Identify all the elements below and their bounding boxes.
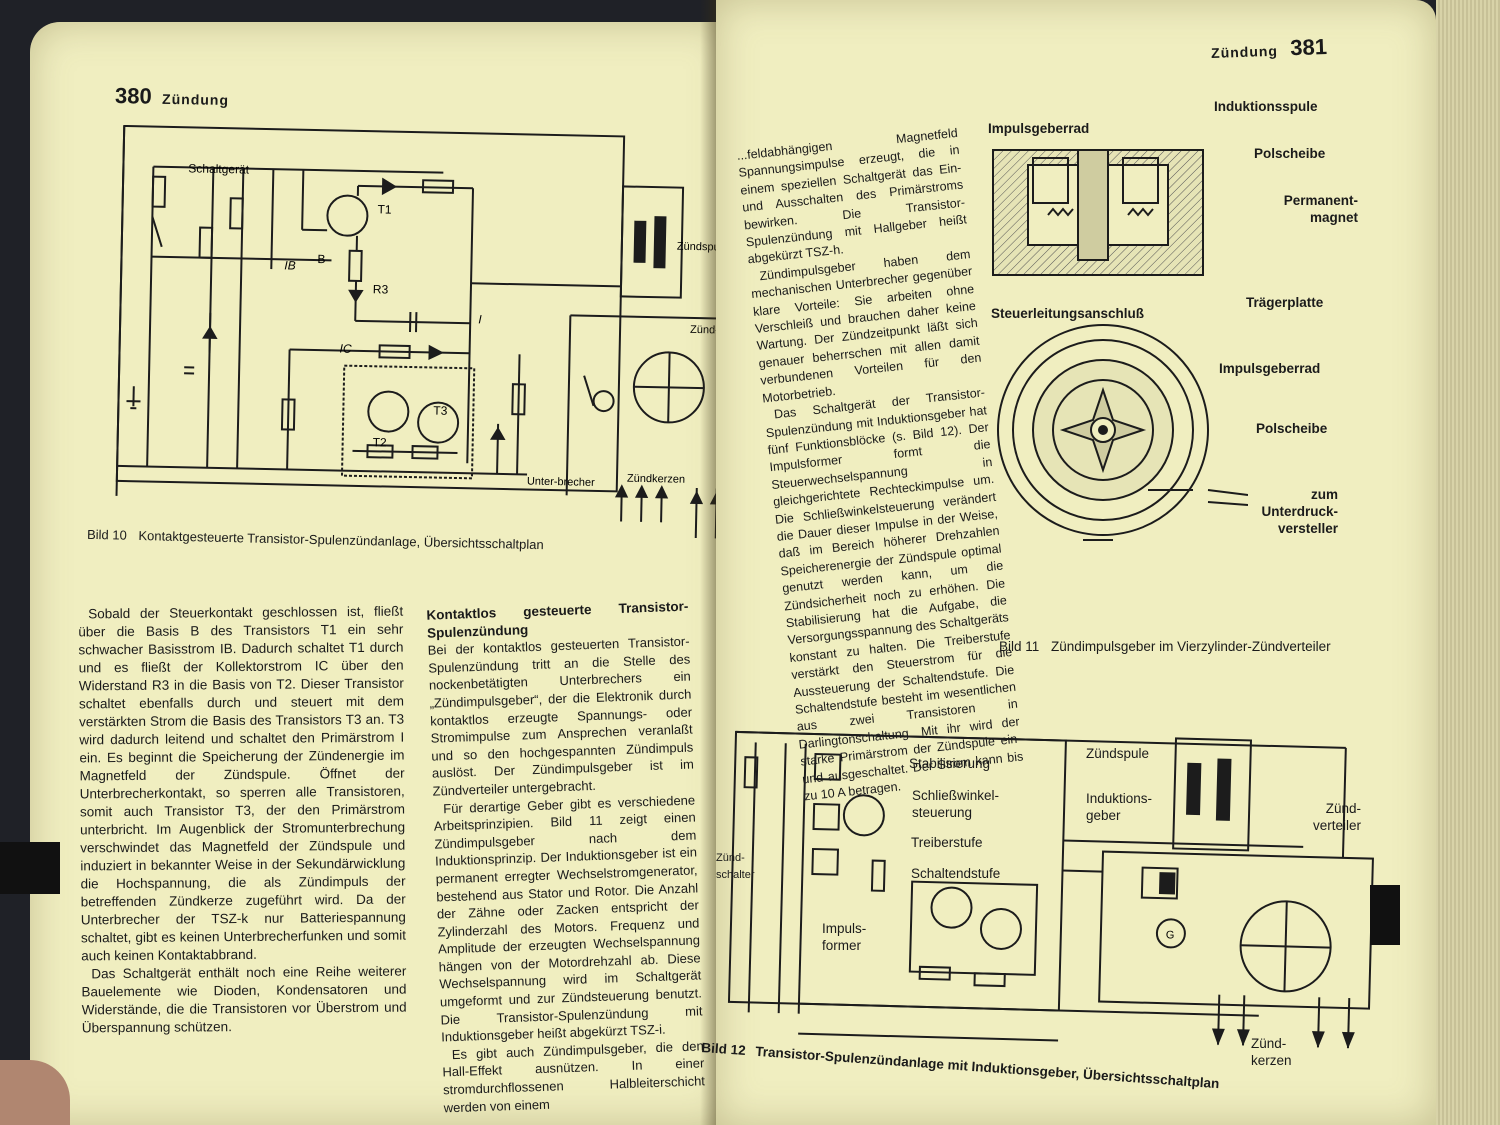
fig12-generator-symbol bbox=[1155, 918, 1186, 949]
fig11-label-traegerplatte: Trägerplatte bbox=[1246, 295, 1324, 310]
fig12-label-induktionsgeber: Induktions-geber bbox=[1086, 791, 1153, 823]
fig12-output-transistor-1 bbox=[930, 886, 973, 929]
left-col2-paragraph-3: Es gibt auch Zündimpulsgeber, die den Ha… bbox=[442, 1038, 706, 1116]
fig12-label-impulsformer: Impuls-former bbox=[822, 921, 867, 953]
fig12-label-treiberstufe: Treiberstufe bbox=[911, 835, 983, 850]
fig11-distributor-housing bbox=[997, 324, 1209, 536]
figure-11-caption-number: Bild 11 bbox=[999, 639, 1040, 654]
left-thumb-index-tab bbox=[0, 842, 60, 894]
fig12-label-stabilisierung: Stabilisierung bbox=[909, 756, 991, 771]
fig10-label-zuendspule: Zündspule bbox=[677, 241, 729, 254]
left-col2-paragraph-2: Für derartige Geber gibt es verschiedene… bbox=[433, 791, 703, 1045]
left-page: 380 Zündung bbox=[30, 22, 734, 1125]
right-page: Zündung 381 ...feldabhängigen Magnetfeld… bbox=[701, 0, 1436, 1125]
fig11-label-induktionsspule: Induktionsspule bbox=[1214, 99, 1318, 114]
resistor-R3 bbox=[348, 249, 363, 282]
fig10-label-B: B bbox=[317, 252, 325, 266]
left-running-title: Zündung bbox=[161, 90, 230, 108]
right-text-column: ...feldabhängigen Magnetfeld Spannungsim… bbox=[736, 125, 1026, 806]
page-edges bbox=[1436, 0, 1500, 1125]
fig12-driver-transistor bbox=[842, 794, 885, 837]
fig11-label-polscheibe-2: Polscheibe bbox=[1256, 421, 1328, 436]
fig12-block-schliesswinkel bbox=[812, 802, 841, 831]
fig12-label-zuendverteiler: Zünd-verteiler bbox=[1312, 801, 1361, 833]
right-col-paragraph-2: Zündimpulsgeber haben dem mechanischen U… bbox=[750, 246, 983, 406]
fig12-output-transistor-2 bbox=[979, 907, 1022, 950]
fig10-label-IB: IB bbox=[284, 258, 296, 272]
figure-12-caption-number: Bild 12 bbox=[700, 1040, 747, 1059]
fig10-label-T1: T1 bbox=[377, 202, 392, 216]
right-col-paragraph-1: ...feldabhängigen Magnetfeld Spannungsim… bbox=[736, 125, 968, 267]
fig10-frame bbox=[115, 124, 626, 493]
fig11-label-steuerleitungsanschluss: Steuerleitungsanschluß bbox=[991, 306, 1145, 321]
fig10-label-IC: IC bbox=[339, 342, 352, 356]
thumb-holding-book bbox=[0, 1060, 70, 1125]
fig12-ignition-coil bbox=[1172, 737, 1253, 852]
left-page-number: 380 bbox=[114, 83, 152, 109]
fig10-label-T3: T3 bbox=[433, 404, 448, 418]
fig12-block-stabilisierung bbox=[813, 752, 842, 781]
figure-10-caption-number: Bild 10 bbox=[86, 526, 127, 543]
right-page-number: 381 bbox=[1289, 33, 1328, 61]
transistor-T1 bbox=[326, 194, 369, 237]
left-page-header: 380 Zündung bbox=[115, 83, 229, 111]
fig12-distributor-frame bbox=[1098, 850, 1374, 1010]
fig10-label-T2: T2 bbox=[373, 435, 388, 449]
right-running-title: Zündung bbox=[1210, 42, 1279, 62]
transistor-T2 bbox=[367, 390, 410, 433]
fig12-label-zuendkerzen: Zünd-kerzen bbox=[1251, 1036, 1292, 1068]
fig12-label-schliesswinkelsteuerung: Schließwinkel-steuerung bbox=[912, 788, 1000, 820]
fig10-ignition-coil bbox=[619, 185, 685, 299]
right-page-header: Zündung 381 bbox=[1211, 34, 1328, 64]
fig12-label-zuendschalter: Zünd-schalter bbox=[716, 852, 755, 881]
fig11-label-permanentmagnet: Permanent-magnet bbox=[1283, 193, 1358, 225]
left-col1-paragraph-2: Das Schaltgerät enthält noch eine Reihe … bbox=[81, 963, 407, 1036]
fig11-label-impulsgeberrad: Impulsgeberrad bbox=[988, 121, 1090, 136]
figure-11-caption: Bild 11 Zündimpulsgeber im Vierzylinder-… bbox=[999, 638, 1339, 656]
figure-12-circuit: G bbox=[727, 730, 1374, 1049]
right-thumb-index-tab bbox=[1370, 885, 1400, 945]
fig12-label-zuendspule: Zündspule bbox=[1086, 746, 1150, 761]
fig11-label-unterdruckversteller: zum Unterdruck-versteller bbox=[1261, 487, 1338, 536]
transistor-T3 bbox=[417, 401, 460, 444]
fig12-induction-sensor bbox=[1140, 866, 1179, 900]
fig10-label-schaltgeraet: Schaltgerät bbox=[188, 161, 250, 176]
fig10-label-zuendkerzen: Zündkerzen bbox=[627, 473, 685, 486]
fig10-label-I: I bbox=[478, 312, 482, 326]
left-column-2: Kontaktlos gesteuerte Transistor-Spulenz… bbox=[426, 598, 706, 1117]
fig10-label-R3: R3 bbox=[373, 282, 389, 296]
figure-10-circuit: Schaltgerät T1 B IB R3 IC T2 T3 I Zündsp… bbox=[115, 124, 734, 539]
left-col1-paragraph-1: Sobald der Steuerkontakt geschlossen ist… bbox=[78, 603, 407, 964]
fig12-label-schaltendstufe: Schaltendstufe bbox=[911, 866, 1001, 881]
fig10-label-unterbrecher: Unter-brecher bbox=[527, 475, 595, 488]
fig12-block-impulsformer bbox=[811, 847, 840, 876]
fig12-label-G: G bbox=[1166, 929, 1175, 941]
fig11-label-impulsgeberrad-2: Impulsgeberrad bbox=[1219, 361, 1321, 376]
left-col2-paragraph-1: Bei der kontaktlos gesteuerten Transisto… bbox=[427, 633, 695, 799]
figure-11-caption-text: Zündimpulsgeber im Vierzylinder-Zündvert… bbox=[1051, 639, 1331, 654]
fig11-label-polscheibe: Polscheibe bbox=[1254, 146, 1326, 161]
left-column-1: Sobald der Steuerkontakt geschlossen ist… bbox=[78, 603, 407, 1038]
figure-11-pulse-generator bbox=[992, 149, 1248, 541]
